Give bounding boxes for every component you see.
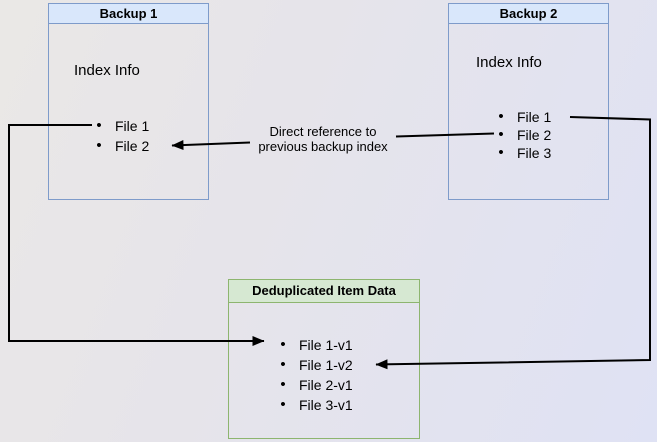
- backup1-title: Backup 1: [49, 4, 208, 24]
- list-item: File 1: [494, 108, 551, 126]
- backup2-file-list: File 1 File 2 File 3: [494, 108, 551, 162]
- list-item: File 2: [92, 136, 149, 156]
- list-item: File 3: [494, 144, 551, 162]
- direct-reference-label: Direct reference to previous backup inde…: [240, 124, 406, 154]
- list-item: File 1: [92, 116, 149, 136]
- dedup-box: Deduplicated Item Data: [228, 279, 420, 439]
- list-item: File 3-v1: [276, 395, 353, 415]
- backup2-subtitle: Index Info: [476, 54, 542, 71]
- backup1-subtitle: Index Info: [74, 62, 140, 79]
- dedup-file-list: File 1-v1 File 1-v2 File 2-v1 File 3-v1: [276, 335, 353, 415]
- backup1-file-list: File 1 File 2: [92, 116, 149, 156]
- direct-reference-label-line1: Direct reference to: [269, 124, 377, 139]
- backup1-box: Backup 1: [48, 3, 209, 200]
- list-item: File 1-v1: [276, 335, 353, 355]
- backup2-box: Backup 2: [448, 3, 609, 200]
- dedup-title: Deduplicated Item Data: [229, 280, 419, 303]
- list-item: File 2: [494, 126, 551, 144]
- list-item: File 1-v2: [276, 355, 353, 375]
- list-item: File 2-v1: [276, 375, 353, 395]
- direct-reference-label-line2: previous backup index: [258, 138, 388, 154]
- backup2-title: Backup 2: [449, 4, 608, 24]
